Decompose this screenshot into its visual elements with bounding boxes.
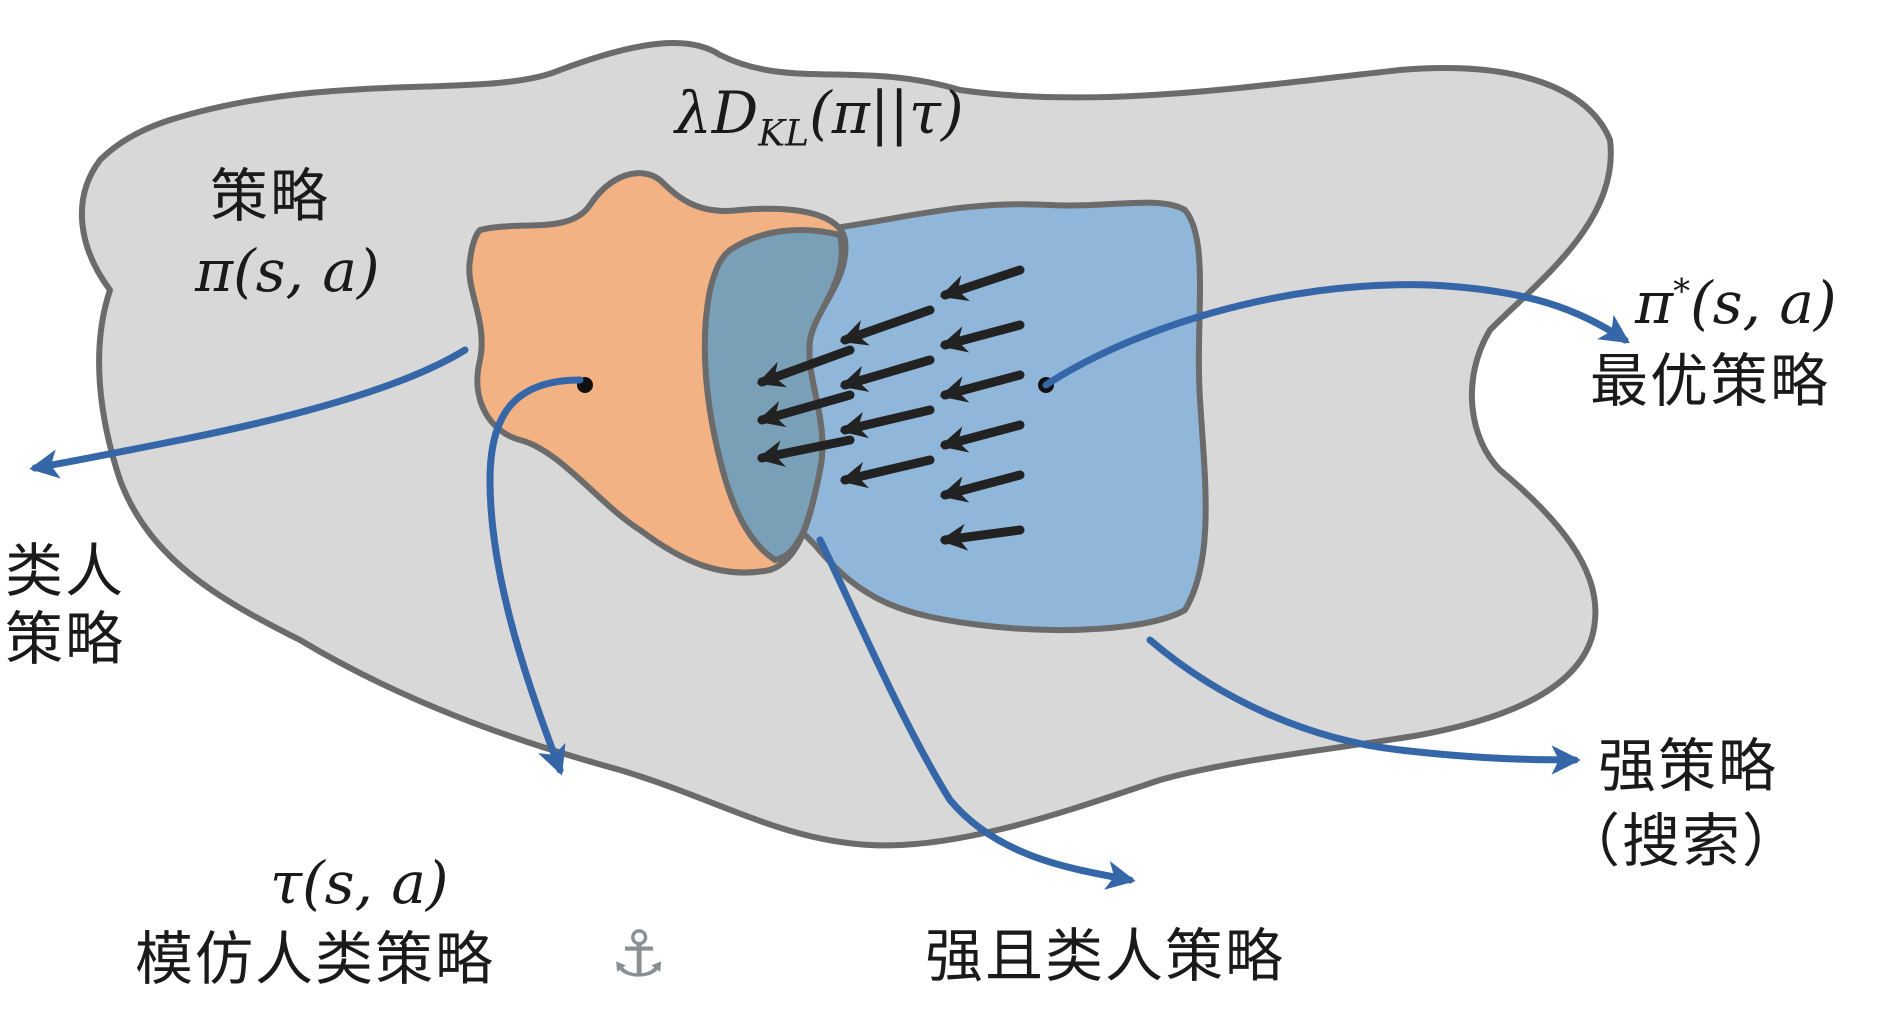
gradient-arrow xyxy=(839,405,935,439)
optimal-name: 最优策略 xyxy=(1590,347,1831,415)
strong-humanlike-label: 强且类人策略 xyxy=(925,922,1286,990)
gradient-arrow xyxy=(939,370,1025,403)
imitation-name: 模仿人类策略 xyxy=(135,925,496,993)
gradient-arrow xyxy=(756,390,855,428)
anchor-icon: ⚓ xyxy=(610,918,668,992)
gradient-arrow xyxy=(756,435,855,467)
arrow-to-humanlike-label xyxy=(29,346,469,479)
optimal-args: (s, a) xyxy=(1690,269,1837,337)
humanlike-label-line2: 策略 xyxy=(5,605,126,673)
arrow-to-optimal-label xyxy=(1042,281,1630,389)
optimal-formula: π*(s, a) xyxy=(1635,269,1837,337)
humanlike-label-line1: 类人 xyxy=(5,537,126,605)
gradient-arrow xyxy=(939,420,1025,453)
kl-lambda-d: λD xyxy=(675,79,759,147)
annotation-arrows xyxy=(29,281,1630,890)
overlap-region xyxy=(701,227,845,563)
arrow-to-strong-humanlike-label xyxy=(816,536,1136,890)
gradient-arrow xyxy=(939,265,1025,301)
gradient-arrows xyxy=(756,265,1025,551)
policy-formula: π(s, a) xyxy=(195,237,380,305)
kl-divergence-label: λDKL(π||τ) xyxy=(675,79,964,155)
kl-subscript: KL xyxy=(758,113,810,155)
kl-args: (π||τ) xyxy=(809,79,964,147)
arrow-to-imitation-label xyxy=(486,376,584,776)
strong-policy-label-line2: （搜索） xyxy=(1562,807,1803,875)
gradient-arrow xyxy=(756,345,855,388)
gradient-arrow xyxy=(839,355,935,392)
imitation-formula: τ(s, a) xyxy=(270,849,449,917)
gradient-arrow xyxy=(839,305,935,346)
gradient-arrow xyxy=(939,523,1025,551)
gradient-arrow xyxy=(839,455,935,489)
gradient-arrow xyxy=(939,320,1025,353)
optimal-star: * xyxy=(1673,271,1691,312)
optimal-pi: π xyxy=(1635,269,1674,337)
arrow-to-strong-label xyxy=(1146,636,1581,775)
strong-policy-label-line1: 强策略 xyxy=(1598,732,1779,800)
gradient-arrow xyxy=(939,470,1025,503)
policy-title: 策略 xyxy=(210,162,331,230)
